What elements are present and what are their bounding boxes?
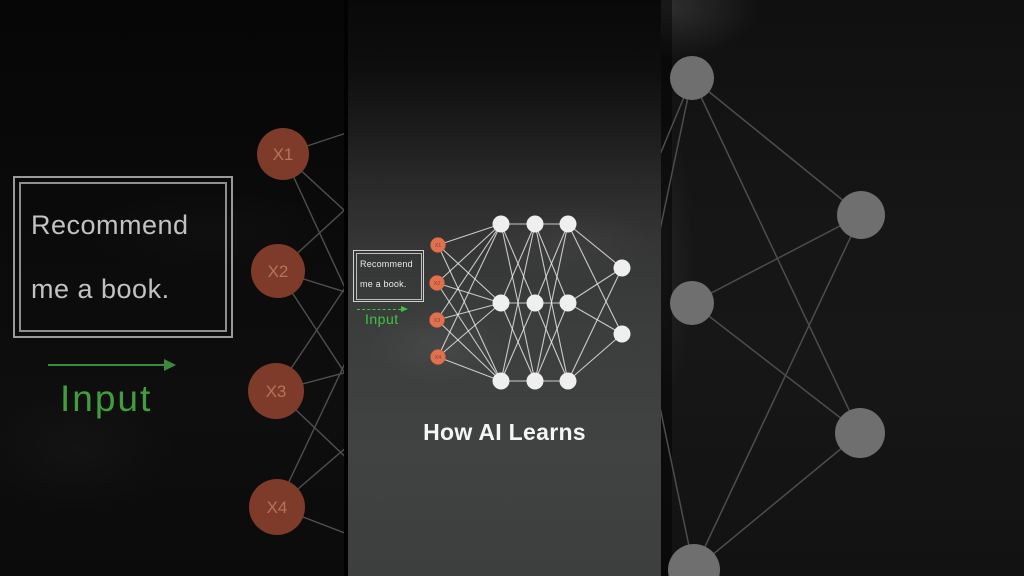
hidden-node-circle — [526, 215, 544, 233]
dim-network-edge — [691, 77, 861, 434]
input-node-circle-large — [248, 363, 304, 419]
network-edge — [534, 223, 569, 304]
hidden-node-circle — [526, 372, 544, 390]
input-node-circle — [429, 312, 445, 328]
input-node-label: X3 — [434, 318, 441, 324]
dim-network-edge — [275, 390, 348, 461]
input-node-label: X4 — [435, 355, 442, 361]
prompt-text-line2: me a book. — [360, 279, 407, 289]
network-edge — [567, 223, 623, 335]
input-node-label-large: X1 — [273, 145, 294, 164]
dim-network-edge — [277, 270, 348, 380]
network-edge — [436, 282, 502, 304]
network-edge — [567, 267, 623, 382]
node-circle-large — [837, 191, 885, 239]
output-node-circle — [613, 325, 631, 343]
prompt-box-inner-border — [355, 252, 422, 300]
prompt-text-line1: Recommend — [360, 259, 413, 269]
prompt-box-large-inner-border — [19, 182, 227, 332]
network-edge — [567, 267, 623, 304]
pane-divider — [344, 0, 348, 576]
node-circle-large — [668, 544, 720, 576]
output-node-circle — [613, 259, 631, 277]
hidden-node-circle — [492, 215, 510, 233]
hidden-node-circle — [492, 372, 510, 390]
network-edge — [436, 223, 502, 284]
network-edge — [500, 223, 536, 382]
input-label: Input — [365, 311, 399, 327]
dim-network-edge — [282, 131, 348, 155]
prompt-box: Recommend me a book. — [353, 250, 424, 302]
network-edge — [500, 223, 536, 304]
hidden-node-circle — [492, 294, 510, 312]
pane-divider — [661, 0, 672, 576]
hidden-node-circle — [559, 215, 577, 233]
right-network-graphic — [661, 56, 885, 576]
input-node-circle-large — [251, 244, 305, 298]
dim-network-edge — [691, 77, 862, 216]
input-node-circle-large — [257, 128, 309, 180]
dim-network-edge — [276, 355, 348, 508]
dim-network-edge — [691, 302, 861, 434]
dim-network-edge — [276, 445, 348, 508]
hidden-node-circle — [559, 372, 577, 390]
dim-network-edge — [277, 270, 348, 294]
dim-network-edge — [276, 506, 348, 535]
input-node-circle — [429, 275, 445, 291]
dim-network-edge — [275, 371, 348, 392]
prompt-text-line2: me a book. — [31, 274, 170, 304]
network-edge — [436, 223, 502, 321]
dim-network-edge — [693, 214, 862, 571]
network-edge — [500, 302, 536, 382]
network-edge — [534, 223, 569, 382]
network-edge — [436, 319, 502, 382]
input-label-large: Input — [60, 378, 153, 419]
network-edge — [437, 244, 502, 382]
input-node-label-large: X3 — [266, 382, 287, 401]
dim-network-edge — [275, 282, 348, 392]
network-edge — [437, 356, 502, 382]
dim-network-edge — [661, 77, 693, 155]
network-edge — [534, 302, 569, 382]
dim-network-edge — [693, 432, 861, 571]
network-edge — [567, 223, 623, 269]
input-node-label: X1 — [435, 243, 442, 249]
dim-network-edge — [661, 408, 695, 571]
video-title: How AI Learns — [423, 419, 586, 445]
network-edge — [437, 302, 502, 358]
input-node-label: X2 — [434, 281, 441, 287]
network-edge — [567, 333, 623, 382]
dim-network-edge — [282, 153, 348, 296]
dim-network-edge — [282, 153, 348, 215]
network-edge — [436, 282, 502, 382]
node-circle-large — [670, 281, 714, 325]
input-node-label-large: X2 — [268, 262, 289, 281]
input-arrow-large — [48, 359, 176, 371]
network-edge — [437, 244, 502, 304]
prompt-text-line1: Recommend — [31, 210, 189, 240]
dim-network-edge — [691, 214, 862, 304]
prompt-box-large: Recommend me a book. — [13, 176, 233, 338]
input-node-label-large: X4 — [267, 498, 288, 517]
network-edge — [437, 223, 502, 358]
dim-network-edge — [277, 205, 348, 272]
hidden-node-circle — [526, 294, 544, 312]
network-edge — [567, 302, 623, 335]
input-node-circle — [430, 237, 446, 253]
network-edge — [437, 223, 502, 246]
hidden-node-circle — [559, 294, 577, 312]
node-circle-large — [835, 408, 885, 458]
input-arrow — [357, 306, 408, 312]
node-circle-large — [670, 56, 714, 100]
background-right-pane — [661, 0, 1024, 576]
network-edge — [436, 302, 502, 321]
dim-network-edge — [661, 77, 693, 230]
input-node-circle — [430, 349, 446, 365]
input-node-circle-large — [249, 479, 305, 535]
